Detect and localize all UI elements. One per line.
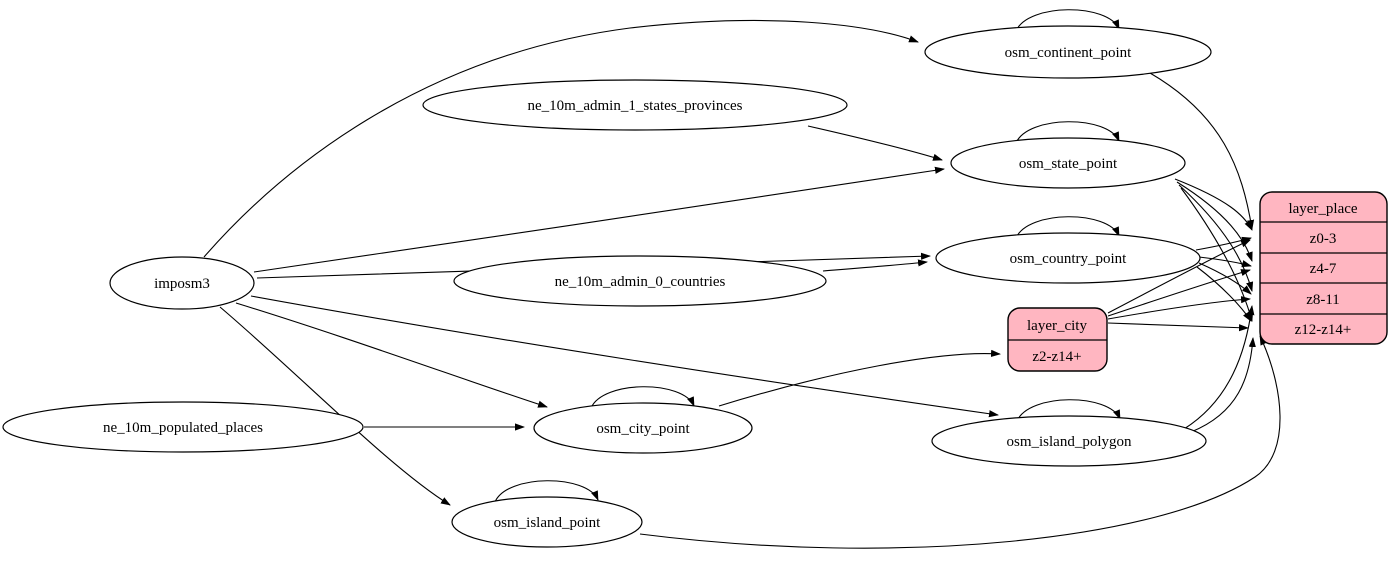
- node-osm_city_point-label: osm_city_point: [596, 421, 690, 437]
- node-osm_city_point: osm_city_point: [533, 402, 753, 454]
- edge-osm_city_point-to-layer_city-z2-z14: [718, 349, 1001, 407]
- node-ne_10m_admin_0_countries-shape: [453, 255, 827, 307]
- edge-osm_state_point-to-layer_place-z4-7: [1176, 181, 1253, 262]
- record-layer_city: layer_city z2-z14+: [1007, 307, 1108, 372]
- edge-ne_10m_admin_0_countries-to-osm_country_point: [822, 259, 928, 272]
- edge-layer_city-to-layer_place-z0-3: [1107, 239, 1251, 314]
- edge-osm_country_point-to-layer_place-z0-3: [1195, 236, 1252, 251]
- node-osm_country_point: osm_country_point: [935, 232, 1201, 284]
- node-osm_island_polygon: osm_island_polygon: [931, 415, 1207, 467]
- node-imposm3-label: imposm3: [154, 276, 210, 292]
- selfloop-osm_island_point: [494, 480, 599, 503]
- selfloop-osm_island_polygon: [1016, 399, 1121, 422]
- node-ne_10m_populated_places: ne_10m_populated_places: [2, 401, 364, 453]
- edge-osm_country_point-to-layer_place-z4-7: [1198, 256, 1252, 268]
- node-osm_state_point: osm_state_point: [950, 137, 1186, 189]
- edge-osm_country_point-to-layer_place-z8-11: [1198, 262, 1252, 295]
- node-osm_island_point-label: osm_island_point: [494, 515, 602, 531]
- node-osm_state_point-shape: [950, 137, 1186, 189]
- edge-layer_city-to-layer_place-z12-z14: [1107, 322, 1249, 332]
- node-ne_10m_admin_1_states_provinces-shape: [422, 79, 848, 131]
- node-ne_10m_populated_places-label: ne_10m_populated_places: [103, 420, 263, 436]
- edge-osm_continent_point-to-layer_place-z0-3: [1149, 72, 1255, 230]
- node-osm_country_point-label: osm_country_point: [1010, 251, 1127, 267]
- record-layer_place-row-z0-3: z0-3: [1310, 231, 1337, 247]
- node-osm_country_point-shape: [935, 232, 1201, 284]
- node-osm_island_point-shape: [451, 496, 643, 548]
- node-imposm3: imposm3: [109, 256, 255, 310]
- record-layer_place-box: [1259, 191, 1388, 345]
- edge-osm_country_point-to-layer_place-z12-z14: [1196, 266, 1252, 322]
- node-osm_state_point-label: osm_state_point: [1019, 156, 1118, 172]
- node-osm_island_polygon-shape: [931, 415, 1207, 467]
- edge-ne_10m_admin_1_states_provinces-to-osm_state_point: [807, 125, 943, 161]
- node-osm_continent_point-shape: [924, 25, 1212, 79]
- selfloop-osm_country_point: [1015, 216, 1120, 239]
- record-layer_place-row-z12-z14: z12-z14+: [1295, 322, 1352, 338]
- node-osm_island_point: osm_island_point: [451, 496, 643, 548]
- edge-osm_state_point-to-layer_place-z0-3: [1174, 178, 1253, 231]
- node-osm_continent_point: osm_continent_point: [924, 25, 1212, 79]
- record-layer_place: layer_place z0-3 z4-7 z8-11 z12-z14+: [1259, 191, 1388, 345]
- node-ne_10m_admin_1_states_provinces: ne_10m_admin_1_states_provinces: [422, 79, 848, 131]
- record-layer_place-title: layer_place: [1288, 201, 1357, 217]
- node-ne_10m_admin_0_countries: ne_10m_admin_0_countries: [453, 255, 827, 307]
- edge-imposm3-to-osm_state_point: [253, 166, 945, 273]
- edge-imposm3-to-osm_island_polygon: [250, 295, 999, 418]
- record-layer_city-title: layer_city: [1027, 318, 1087, 334]
- node-osm_city_point-shape: [533, 402, 753, 454]
- edge-osm_island_point-to-layer_place-z12-z14: [639, 335, 1281, 549]
- node-ne_10m_admin_0_countries-label: ne_10m_admin_0_countries: [555, 274, 726, 290]
- edge-layer_city-to-layer_place-z8-11: [1107, 296, 1251, 320]
- record-layer_place-row-z8-11: z8-11: [1306, 292, 1340, 308]
- node-layer: imposm3 ne_10m_admin_1_states_provinces …: [2, 25, 1212, 548]
- node-ne_10m_admin_1_states_provinces-label: ne_10m_admin_1_states_provinces: [528, 98, 743, 114]
- node-osm_continent_point-label: osm_continent_point: [1005, 45, 1132, 61]
- selfloop-osm_city_point: [590, 386, 695, 409]
- edge-osm_island_polygon-to-layer_place-z8-11: [1183, 305, 1255, 430]
- edge-imposm3-to-osm_continent_point: [203, 19, 919, 258]
- record-layer_place-row-z4-7: z4-7: [1310, 261, 1337, 277]
- node-ne_10m_populated_places-shape: [2, 401, 364, 453]
- selfloop-osm_continent_point: [1015, 9, 1120, 32]
- edge-osm_island_polygon-to-layer_place-z12-z14: [1190, 337, 1256, 433]
- node-osm_island_polygon-label: osm_island_polygon: [1006, 434, 1132, 450]
- edge-imposm3-to-osm_city_point: [235, 302, 548, 408]
- node-imposm3-shape: [109, 256, 255, 310]
- edge-layer_city-to-layer_place-z4-7: [1107, 269, 1251, 317]
- selfloop-osm_state_point: [1015, 121, 1120, 144]
- record-layer_city-row-z2-z14: z2-z14+: [1032, 349, 1081, 365]
